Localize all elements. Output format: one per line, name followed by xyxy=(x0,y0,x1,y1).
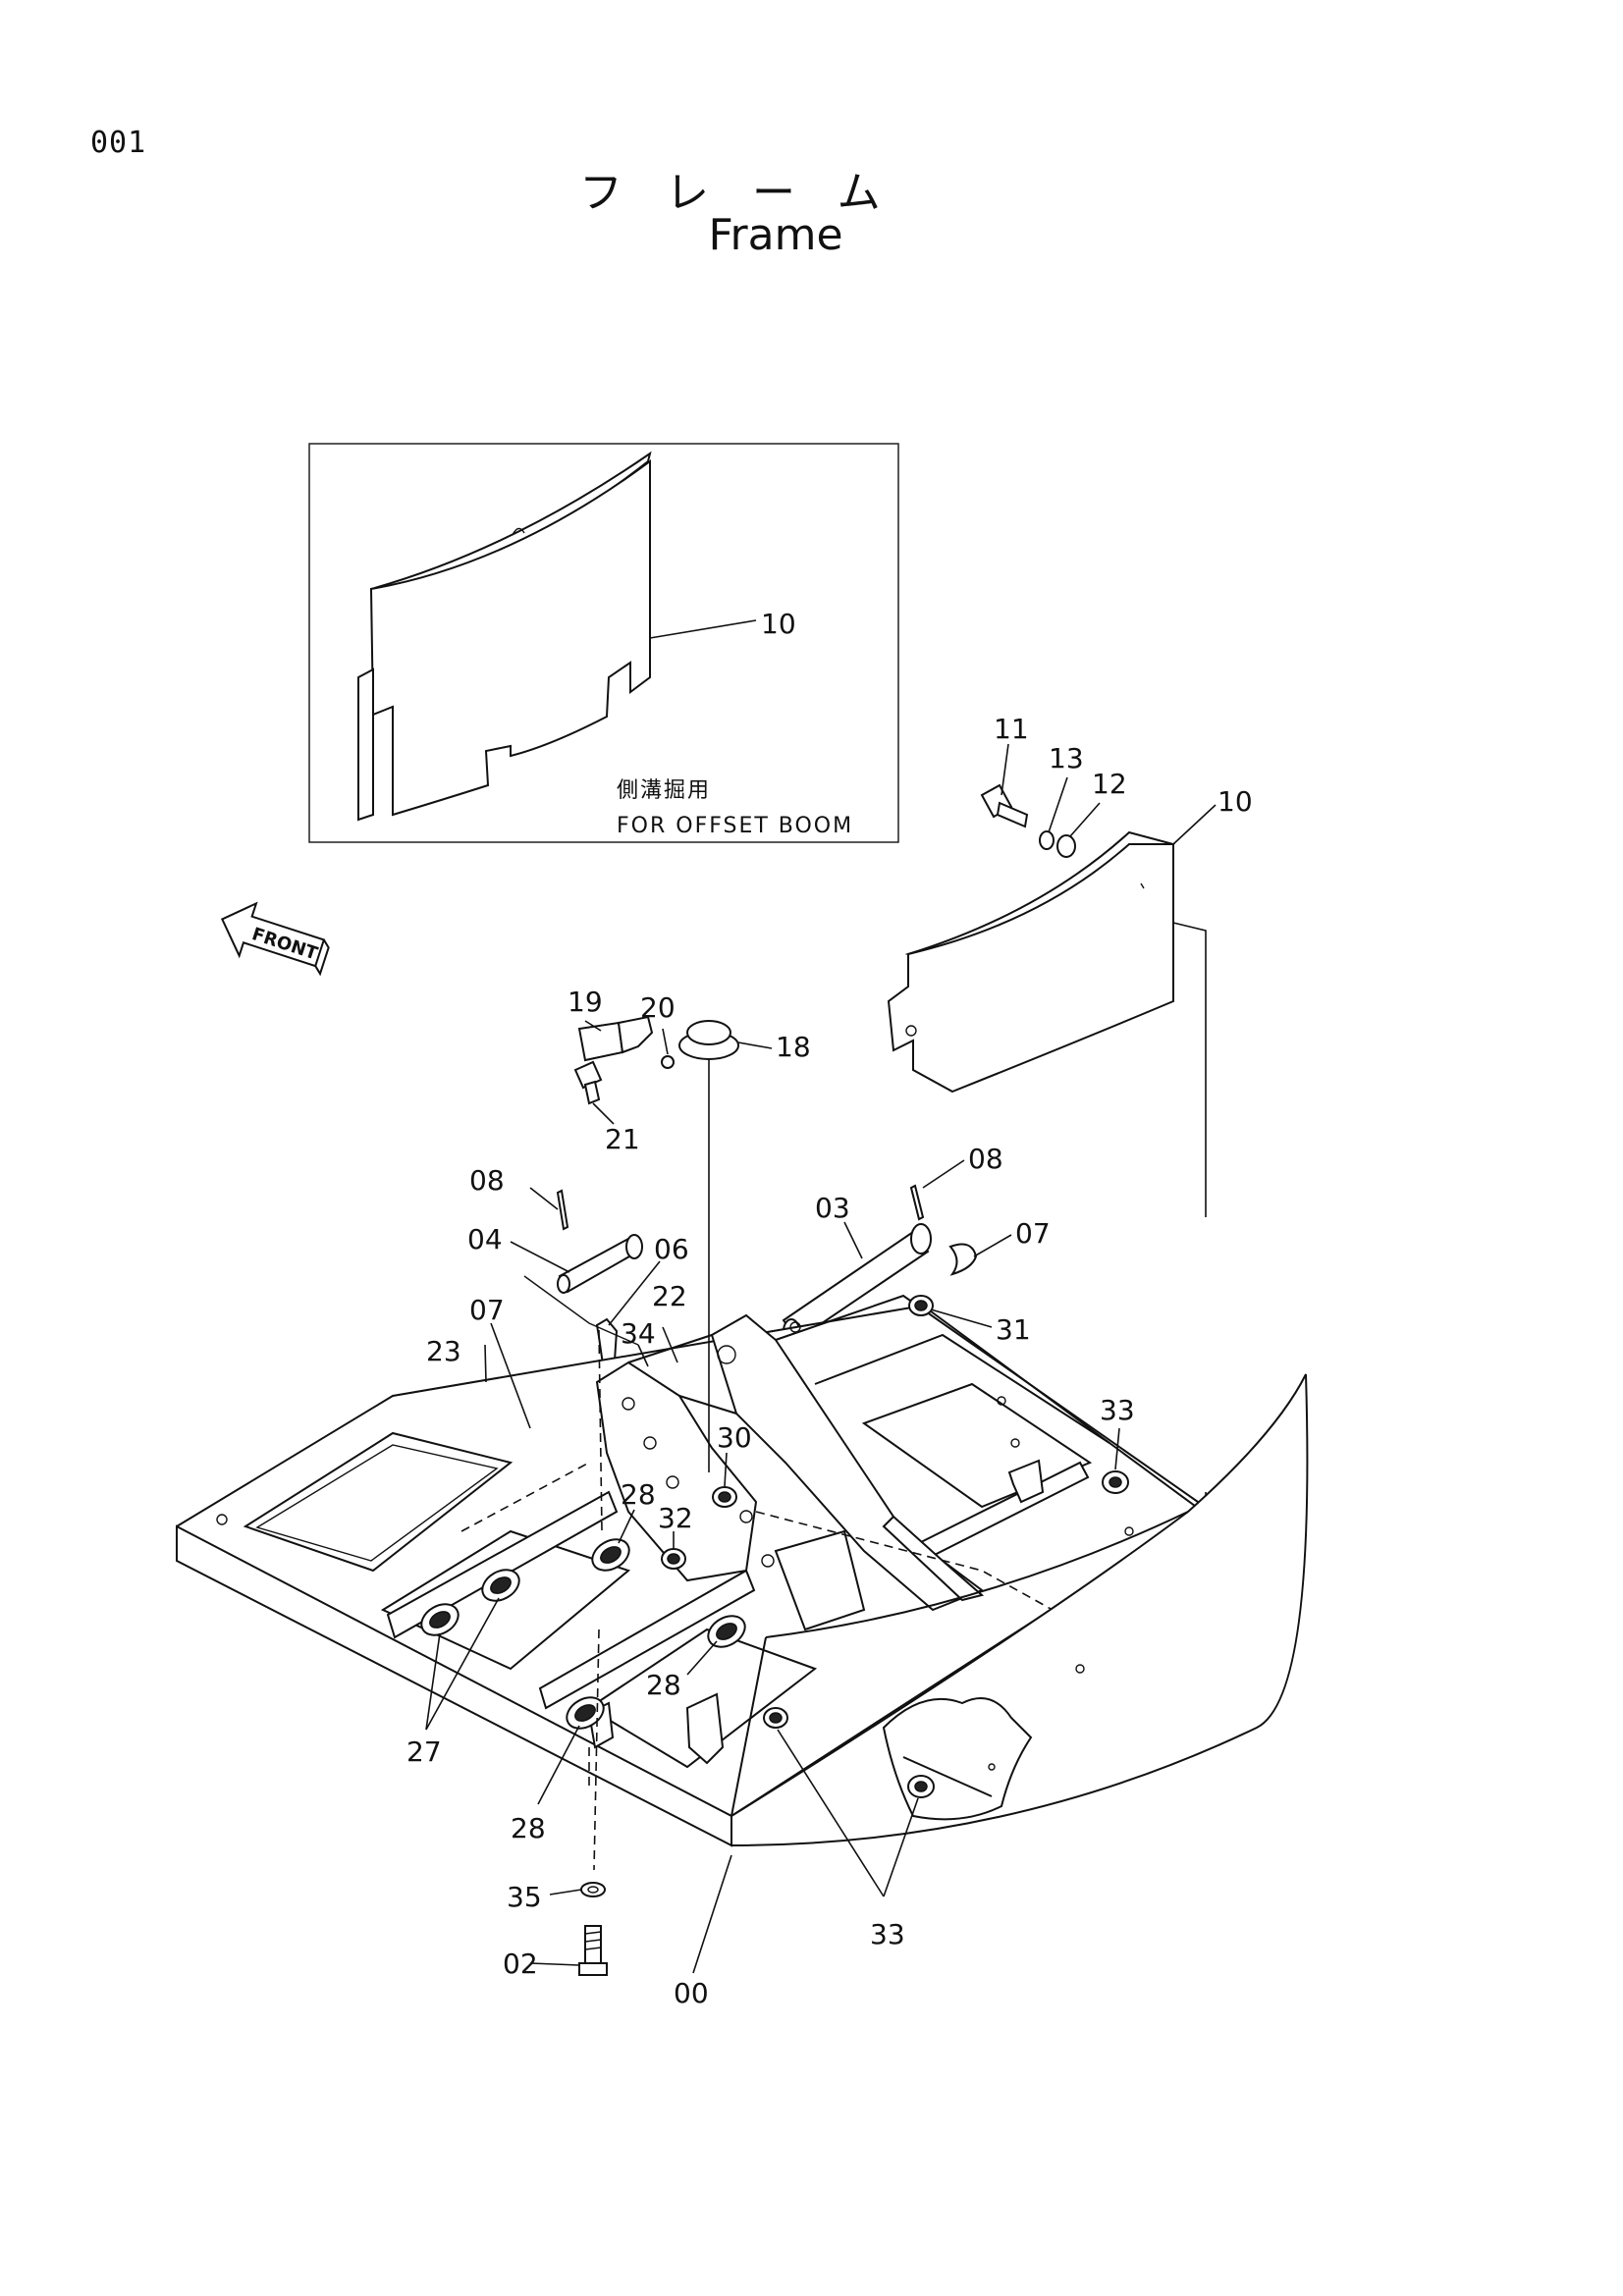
plug-32 xyxy=(661,1548,686,1570)
callout-21: 21 xyxy=(605,1123,640,1155)
washer-13 xyxy=(1039,830,1055,850)
ring-07-right xyxy=(948,1243,978,1276)
bolt-11 xyxy=(980,783,1029,828)
mount-27-a xyxy=(420,1603,460,1636)
callout-00: 00 xyxy=(674,1977,709,2009)
callout-11: 11 xyxy=(994,713,1029,745)
callout-18: 18 xyxy=(776,1031,811,1063)
callout-19: 19 xyxy=(568,986,603,1018)
callout-27: 27 xyxy=(406,1735,442,1768)
callout-03: 03 xyxy=(815,1192,850,1224)
plug-33-right xyxy=(1102,1470,1129,1494)
washer-20 xyxy=(661,1055,675,1069)
pin-03 xyxy=(782,1223,932,1344)
callout-31: 31 xyxy=(996,1313,1031,1346)
callout-12: 12 xyxy=(1092,768,1127,800)
washer-35 xyxy=(580,1882,606,1897)
callout-08-left: 08 xyxy=(469,1164,505,1197)
mount-28-middle xyxy=(707,1615,746,1648)
bolt-02 xyxy=(578,1925,608,1976)
leader-lines xyxy=(425,743,1217,1974)
inset-counterweight xyxy=(357,451,652,822)
callout-28-middle: 28 xyxy=(646,1669,681,1701)
page-number: 001 xyxy=(90,126,147,160)
pin-04 xyxy=(557,1234,643,1294)
inset-leader-10 xyxy=(649,619,757,639)
lock-plate-19 xyxy=(577,1015,654,1062)
callout-30: 30 xyxy=(717,1421,752,1454)
page-title: Frame xyxy=(708,210,843,260)
plug-31 xyxy=(908,1295,934,1316)
mount-28-top xyxy=(591,1538,630,1572)
callout-20: 20 xyxy=(640,991,676,1024)
callout-28-bottom: 28 xyxy=(511,1812,546,1844)
callout-22: 22 xyxy=(652,1280,687,1312)
mount-28-bottom xyxy=(566,1696,605,1730)
cap-18 xyxy=(678,1020,739,1060)
front-arrow-shape xyxy=(220,901,326,968)
pin-08-left xyxy=(556,1189,569,1231)
callout-07-left: 07 xyxy=(469,1294,505,1326)
callout-32: 32 xyxy=(658,1502,693,1534)
callout-33-right: 33 xyxy=(1100,1394,1135,1426)
callout-34: 34 xyxy=(621,1317,656,1350)
plug-33-center xyxy=(763,1707,788,1729)
page-title-japanese: フレーム xyxy=(579,168,924,218)
plug-33-rear xyxy=(907,1775,935,1798)
counterweight xyxy=(887,830,1175,1094)
inset-note: FOR OFFSET BOOM xyxy=(617,814,853,838)
callout-28-top: 28 xyxy=(621,1478,656,1511)
callout-06: 06 xyxy=(654,1233,689,1265)
mount-27-b xyxy=(481,1569,520,1602)
callout-35: 35 xyxy=(507,1881,542,1913)
callout-07-right: 07 xyxy=(1015,1217,1051,1250)
callout-10: 10 xyxy=(1217,785,1253,818)
inset-note-japanese: 側溝掘用 xyxy=(617,778,711,803)
offset-boom-inset: 10 側溝掘用 FOR OFFSET BOOM xyxy=(308,443,899,843)
bolt-21 xyxy=(573,1060,603,1105)
inset-frame xyxy=(308,443,899,843)
callout-04: 04 xyxy=(467,1223,503,1255)
pin-08-right xyxy=(909,1184,925,1221)
callout-13: 13 xyxy=(1049,742,1084,774)
callout-08-right: 08 xyxy=(968,1143,1003,1175)
main-frame xyxy=(176,1294,1309,1847)
front-arrow: FRONT xyxy=(220,901,330,977)
inset-callout-10: 10 xyxy=(761,608,796,640)
callout-33-bottom: 33 xyxy=(870,1918,905,1950)
washer-12 xyxy=(1056,834,1076,858)
plug-30 xyxy=(712,1486,737,1508)
callout-02: 02 xyxy=(503,1948,538,1980)
callout-23: 23 xyxy=(426,1335,461,1367)
